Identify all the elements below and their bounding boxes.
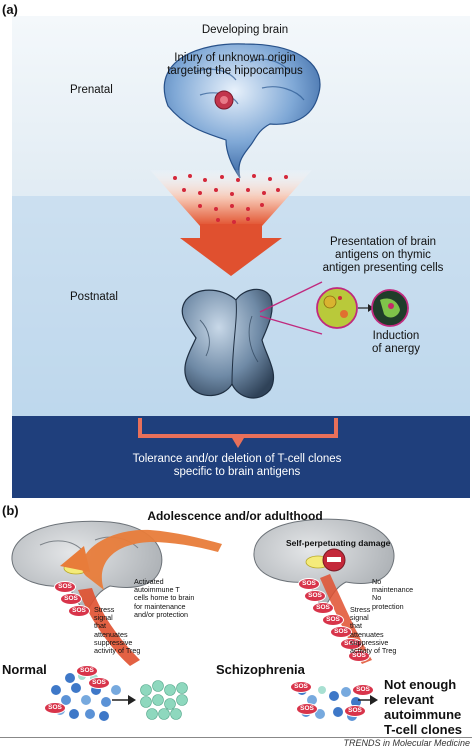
tolerance-line-1: Tolerance and/or deletion of T-cell clon… xyxy=(132,453,342,465)
no-maint-line: No xyxy=(372,593,382,603)
stress-line: attenuates xyxy=(350,629,384,639)
developing-brain-label: Developing brain xyxy=(201,24,289,36)
induction-line-1: Induction xyxy=(372,330,420,342)
presentation-line-3: antigen presenting cells xyxy=(322,262,444,274)
stress-line: activity of Treg xyxy=(94,646,141,656)
activated-line: and/or protection xyxy=(134,609,188,619)
no-maintenance-text: No maintenance No protection xyxy=(372,577,432,611)
not-enough-label: Not enough relevant autoimmune T-cell cl… xyxy=(384,677,462,737)
panel-a-label: (a) xyxy=(2,2,18,17)
stress-line: signal xyxy=(350,613,369,623)
stress-line: suppressive xyxy=(350,637,389,647)
no-maint-line: protection xyxy=(372,601,404,611)
activated-line: for maintenance xyxy=(134,601,186,611)
normal-tcell-cluster xyxy=(51,672,121,721)
stress-line: attenuates xyxy=(94,629,128,639)
stress-line: that xyxy=(350,621,362,631)
sos-tag: SOS xyxy=(352,684,374,696)
injury-label: Injury of unknown origin targeting the h… xyxy=(140,52,330,78)
footer-divider xyxy=(0,737,472,738)
panel-b-label: (b) xyxy=(2,503,19,518)
magnified-thymus-tissue xyxy=(316,287,358,329)
injury-line-2: targeting the hippocampus xyxy=(167,65,303,77)
sos-tag: SOS xyxy=(312,602,334,614)
thymus-illustration xyxy=(181,288,275,399)
activated-line: cells home to brain xyxy=(134,593,195,603)
normal-result-cells xyxy=(140,680,188,720)
tolerance-label: Tolerance and/or deletion of T-cell clon… xyxy=(62,453,412,479)
activated-line: Activated xyxy=(134,577,164,586)
source-credit: TRENDS in Molecular Medicine xyxy=(343,738,470,748)
damage-label: Self-perpetuating damage xyxy=(286,538,391,548)
presentation-label: Presentation of brain antigens on thymic… xyxy=(298,236,468,275)
prenatal-label: Prenatal xyxy=(70,84,113,96)
panel-b-title: Adolescence and/or adulthood xyxy=(147,509,323,523)
sos-tag: SOS xyxy=(296,703,318,715)
presentation-line-2: antigens on thymic xyxy=(335,249,431,261)
stress-line: signal xyxy=(94,613,113,623)
normal-label: Normal xyxy=(2,662,47,677)
down-arrow xyxy=(180,224,282,276)
not-enough-line: T-cell clones xyxy=(384,722,463,737)
sos-tag: SOS xyxy=(340,638,362,650)
developing-brain-illustration xyxy=(163,43,321,179)
induction-line-2: of anergy xyxy=(372,343,420,355)
schizo-stress-text: Stress signal that attenuates suppressiv… xyxy=(350,605,420,656)
tolerance-line-2: specific to brain antigens xyxy=(173,466,301,478)
schizophrenia-label: Schizophrenia xyxy=(216,662,305,677)
stress-line: that xyxy=(94,621,106,631)
antigen-dots xyxy=(173,174,288,224)
no-maint-line: maintenance xyxy=(372,585,414,595)
sos-tag: SOS xyxy=(88,677,110,689)
sos-tag: SOS xyxy=(330,626,352,638)
homing-arrow xyxy=(81,529,222,590)
tolerance-band xyxy=(12,416,470,498)
activated-line: autoimmune T xyxy=(134,585,180,595)
normal-stress-arrow xyxy=(78,588,140,666)
injury-line-1: Injury of unknown origin xyxy=(174,52,296,64)
postnatal-label: Postnatal xyxy=(70,291,118,303)
sos-tag: SOS xyxy=(76,665,98,677)
sos-tag: SOS xyxy=(44,702,66,714)
sos-tag: SOS xyxy=(344,705,366,717)
no-maint-line: No xyxy=(372,577,382,586)
presentation-line-1: Presentation of brain xyxy=(329,236,437,248)
sos-tag: SOS xyxy=(322,614,344,626)
normal-stress-text: Stress signal that attenuates suppressiv… xyxy=(94,605,164,656)
sos-tag: SOS xyxy=(290,681,312,693)
sos-tag: SOS xyxy=(304,590,326,602)
not-enough-line: Not enough xyxy=(384,677,457,692)
sos-tag: SOS xyxy=(54,581,76,593)
funnel-cone xyxy=(150,170,312,226)
not-enough-line: autoimmune xyxy=(384,707,462,722)
stress-line: Stress xyxy=(94,605,115,614)
sos-tag: SOS xyxy=(68,605,90,617)
sos-tag: SOS xyxy=(348,650,370,662)
stress-line: Stress xyxy=(350,605,371,614)
sos-tag: SOS xyxy=(60,593,82,605)
stress-line: suppressive xyxy=(94,637,133,647)
stress-line: activity of Treg xyxy=(350,646,397,656)
induction-label: Induction of anergy xyxy=(356,330,436,356)
sos-tag: SOS xyxy=(298,578,320,590)
not-enough-line: relevant xyxy=(384,692,434,707)
activated-text: Activated autoimmune T cells home to bra… xyxy=(134,577,214,619)
